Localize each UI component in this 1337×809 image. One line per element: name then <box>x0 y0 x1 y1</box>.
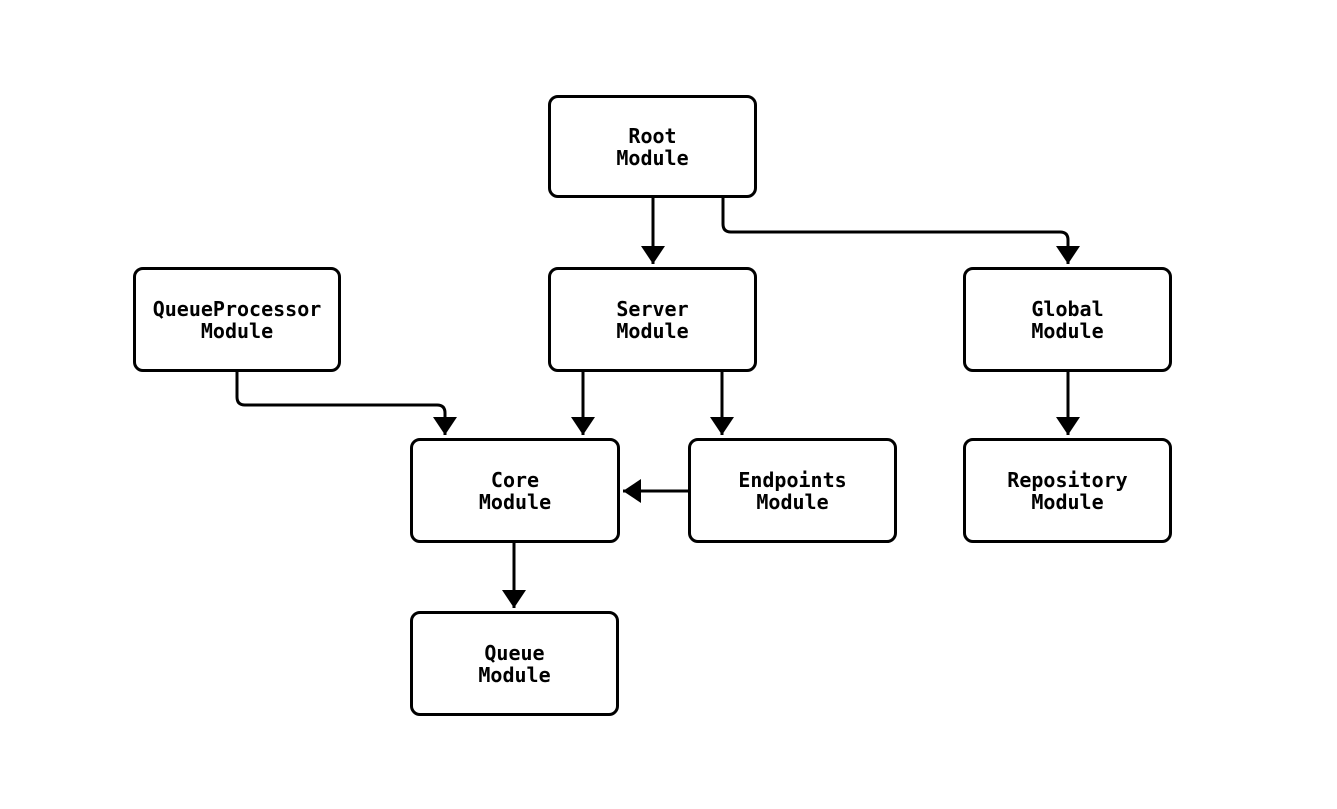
edge-root-to-global <box>721 197 1080 264</box>
node-label-line: Module <box>200 318 274 343</box>
node-label-line: Global <box>1031 296 1104 321</box>
node-label-line: Module <box>616 318 689 343</box>
node-label-line: Core <box>490 467 540 492</box>
node-label-line: Module <box>1031 318 1104 343</box>
node-label-line: Repository <box>1007 467 1128 492</box>
node-label-line: Module <box>1031 489 1104 514</box>
node-label-line: Endpoints <box>738 467 847 492</box>
node-label-line: Root <box>628 123 677 148</box>
edge-queueprocessor-to-core <box>235 371 457 435</box>
node-label-line: Module <box>478 662 551 687</box>
node-label-line: Module <box>616 145 689 170</box>
node-label-line: Queue <box>484 640 545 665</box>
node-label-line: QueueProcessor <box>152 296 322 321</box>
node-label-line: Server <box>616 296 689 321</box>
node-label-line: Module <box>756 489 829 514</box>
edges-group <box>235 197 1080 608</box>
node-label-line: Module <box>478 489 552 514</box>
